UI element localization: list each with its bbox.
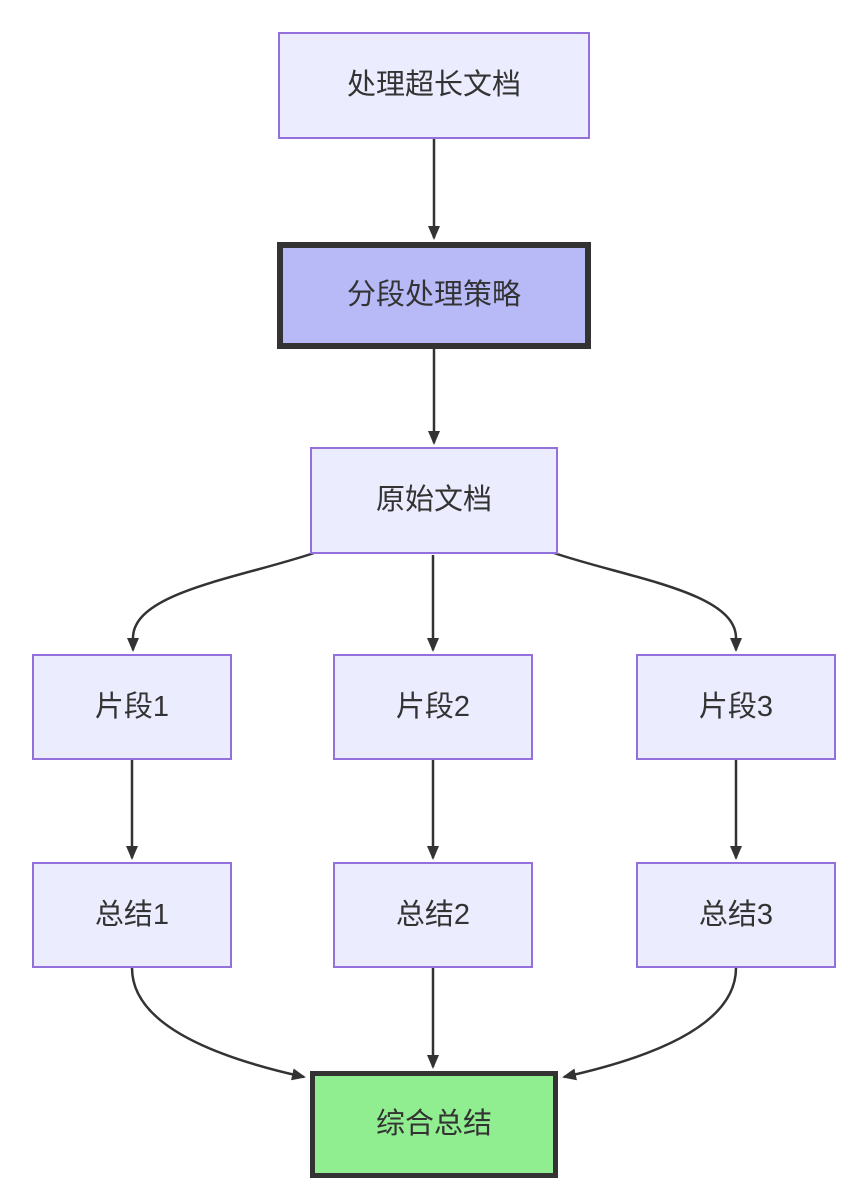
node-label: 分段处理策略 [346,279,521,312]
node-label: 原始文档 [375,484,492,517]
edge-e3-f [562,967,738,1081]
node-label: 总结3 [698,898,774,931]
edge-e1-f [130,967,306,1081]
node-fragment-1: 片段1 [32,654,232,760]
node-label: 片段1 [94,690,170,723]
node-label: 处理超长文档 [346,69,521,102]
node-process-long-document: 处理超长文档 [278,32,590,139]
edge-c-d3 [553,551,742,652]
node-summary-1: 总结1 [32,862,232,968]
node-label: 总结1 [94,898,170,931]
edge-c-d1 [127,551,315,652]
node-label: 片段3 [698,690,774,723]
node-fragment-2: 片段2 [333,654,533,760]
node-fragment-3: 片段3 [636,654,836,760]
node-summary-2: 总结2 [333,862,533,968]
node-label: 总结2 [395,898,471,931]
node-label: 综合总结 [375,1108,492,1141]
node-summary-3: 总结3 [636,862,836,968]
node-original-document: 原始文档 [310,447,558,554]
node-segmentation-strategy: 分段处理策略 [277,242,591,349]
node-label: 片段2 [395,690,471,723]
node-combined-summary: 综合总结 [310,1071,558,1178]
